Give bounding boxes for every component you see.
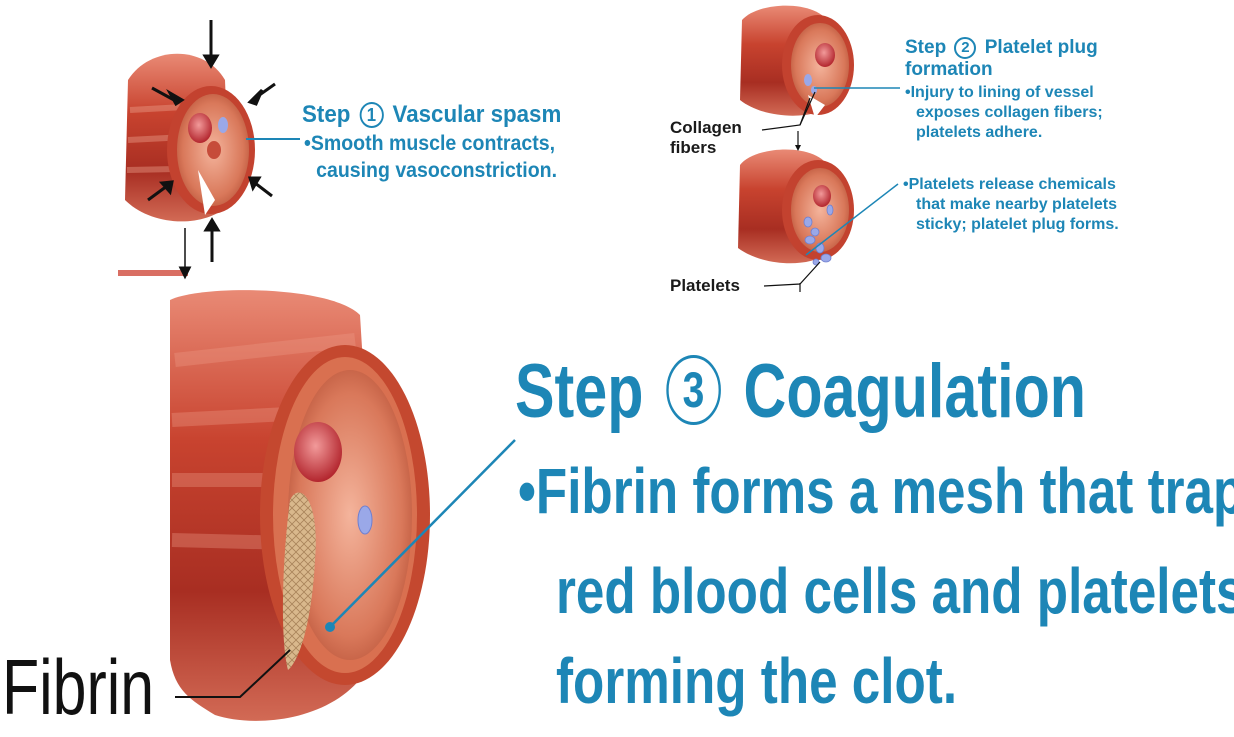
step1-number-badge: 1 [359, 102, 383, 128]
step3-bullet-line: •Fibrin forms a mesh that traps [518, 456, 1234, 526]
platelets-label: Platelets [670, 276, 740, 296]
step2-title: Step 2 Platelet plug formation [905, 37, 1098, 81]
step1-step-word: Step [302, 101, 350, 128]
step3-title-text: Coagulation [744, 349, 1086, 434]
step1-bullet: •Smooth muscle contracts, causing vasoco… [304, 130, 557, 184]
step3-title: Step 3 Coagulation [515, 346, 1086, 438]
step3-vessel [170, 290, 430, 721]
step3-step-word: Step [515, 349, 643, 434]
step1-bullet-line: •Smooth muscle contracts, [304, 130, 557, 157]
step2-bullet-2: •Platelets release chemicals that make n… [903, 175, 1119, 235]
step1-vessel [118, 54, 255, 276]
red-blood-cell-icon [294, 422, 342, 482]
step2-title-line1: Platelet plug [985, 37, 1098, 58]
fibrin-label: Fibrin [2, 642, 154, 732]
step2-bottom-vessel [738, 149, 854, 265]
step2-bullet1-line: exposes collagen fibers; [905, 103, 1103, 123]
step1-bullet-line: causing vasoconstriction. [304, 157, 557, 184]
step1-title-text: Vascular spasm [393, 101, 562, 128]
collagen-label-line2: fibers [670, 138, 742, 158]
red-blood-cell-icon [188, 113, 212, 143]
step2-bullet1-line: platelets adhere. [905, 123, 1103, 143]
collagen-label-line1: Collagen [670, 118, 742, 138]
step3-number-badge: 3 [666, 355, 721, 425]
step2-bullet1-line: •Injury to lining of vessel [905, 83, 1103, 103]
step3-bullet-line: forming the clot. [556, 646, 957, 716]
step3-bullet-line: red blood cells and platelets, [556, 556, 1234, 626]
step2-bullet-1: •Injury to lining of vessel exposes coll… [905, 83, 1103, 143]
step2-number-badge: 2 [954, 37, 976, 59]
step2-bullet2-line: sticky; platelet plug forms. [903, 215, 1119, 235]
step1-title: Step 1 Vascular spasm [302, 100, 561, 130]
step2-step-word: Step [905, 37, 946, 58]
step2-title-line2: formation [905, 59, 1098, 81]
collagen-fibers-label: Collagen fibers [670, 118, 742, 158]
step2-bullet2-line: that make nearby platelets [903, 195, 1119, 215]
step2-bullet2-line: •Platelets release chemicals [903, 175, 1119, 195]
step2-top-vessel [740, 6, 854, 118]
